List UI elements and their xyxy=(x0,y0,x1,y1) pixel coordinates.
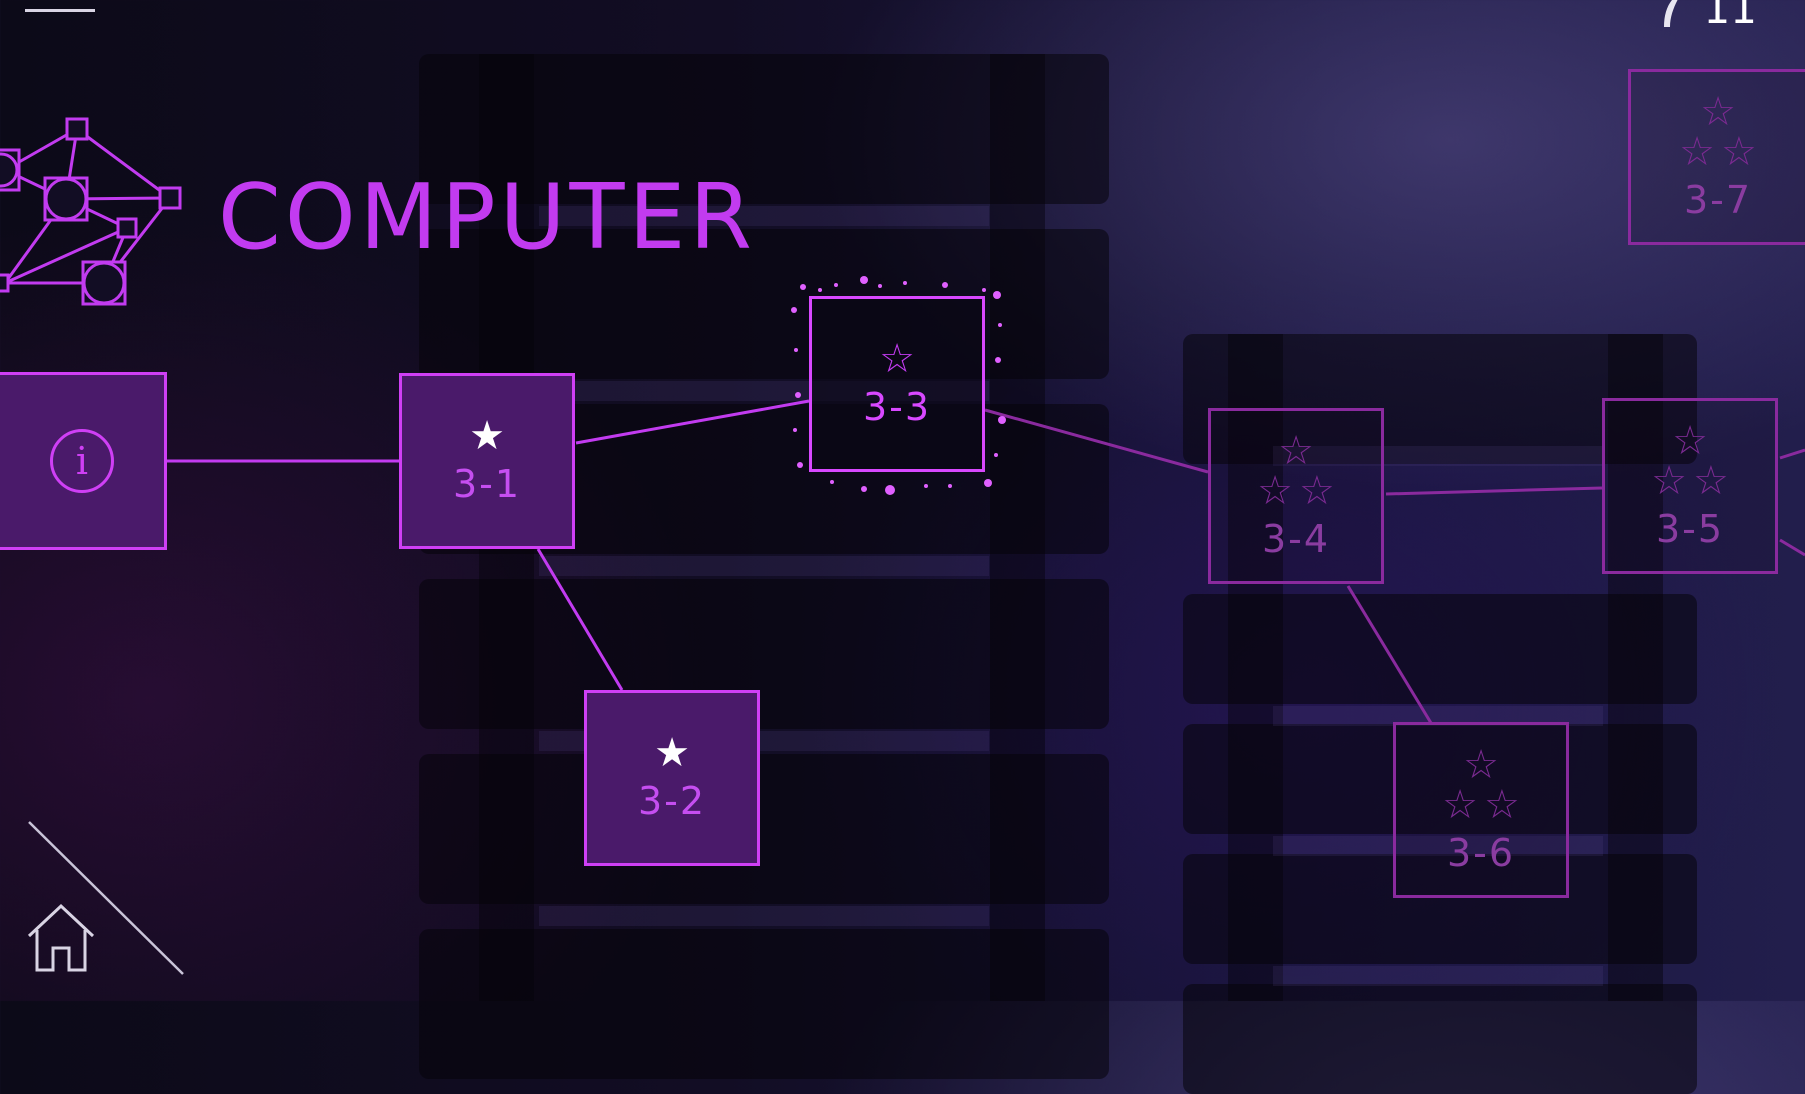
chapter-info-button[interactable]: i xyxy=(0,372,167,550)
level-node-3-6[interactable]: ☆ ☆☆ 3-6 xyxy=(1393,722,1569,898)
level-label: 3-1 xyxy=(452,462,522,506)
menu-button[interactable] xyxy=(25,9,95,12)
level-label: 3-3 xyxy=(862,385,932,429)
star-empty-icon: ☆ xyxy=(1679,129,1715,175)
level-label: 3-2 xyxy=(637,779,707,823)
level-node-3-1[interactable]: ★ 3-1 xyxy=(399,373,575,549)
star-filled-icon: ★ xyxy=(654,730,690,776)
star-empty-icon: ☆ xyxy=(1721,129,1757,175)
star-empty-icon: ☆ xyxy=(1463,742,1499,788)
level-node-3-3[interactable]: ☆ 3-3 xyxy=(809,296,985,472)
star-empty-icon: ☆ xyxy=(1278,428,1314,474)
corner-divider xyxy=(28,821,184,975)
star-empty-icon: ☆ xyxy=(1442,782,1478,828)
level-label: 3-6 xyxy=(1446,831,1516,875)
currency-count: 11 xyxy=(1703,0,1757,33)
star-empty-icon: ☆ xyxy=(1693,458,1729,504)
level-label: 3-5 xyxy=(1655,507,1725,551)
info-icon: i xyxy=(50,429,114,493)
level-node-3-4[interactable]: ☆ ☆☆ 3-4 xyxy=(1208,408,1384,584)
level-stars: ★ xyxy=(469,416,505,456)
level-stars: ☆ ☆☆ xyxy=(1651,421,1729,501)
star-empty-icon: ☆ xyxy=(879,336,915,382)
star-empty-icon: ☆ xyxy=(1672,418,1708,464)
home-button[interactable] xyxy=(25,900,97,980)
level-stars: ☆ xyxy=(879,339,915,379)
level-label: 3-7 xyxy=(1683,178,1753,222)
network-graph-icon xyxy=(0,115,190,319)
chapter-title: COMPUTER xyxy=(218,165,756,270)
level-node-3-7[interactable]: ☆ ☆☆ 3-7 xyxy=(1628,69,1805,245)
level-stars: ★ xyxy=(654,733,690,773)
star-filled-icon: ★ xyxy=(469,413,505,459)
star-empty-icon: ☆ xyxy=(1257,468,1293,514)
star-empty-icon: ☆ xyxy=(1299,468,1335,514)
level-stars: ☆ ☆☆ xyxy=(1257,431,1335,511)
star-empty-icon: ☆ xyxy=(1484,782,1520,828)
level-node-3-2[interactable]: ★ 3-2 xyxy=(584,690,760,866)
level-stars: ☆ ☆☆ xyxy=(1442,745,1520,825)
current-level-sparkles xyxy=(791,276,1006,495)
level-label: 3-4 xyxy=(1261,517,1331,561)
level-connections xyxy=(167,276,1805,724)
feather-icon xyxy=(1652,0,1692,36)
star-empty-icon: ☆ xyxy=(1651,458,1687,504)
star-empty-icon: ☆ xyxy=(1700,89,1736,135)
level-node-3-5[interactable]: ☆ ☆☆ 3-5 xyxy=(1602,398,1778,574)
home-icon xyxy=(27,903,95,972)
level-stars: ☆ ☆☆ xyxy=(1679,92,1757,172)
